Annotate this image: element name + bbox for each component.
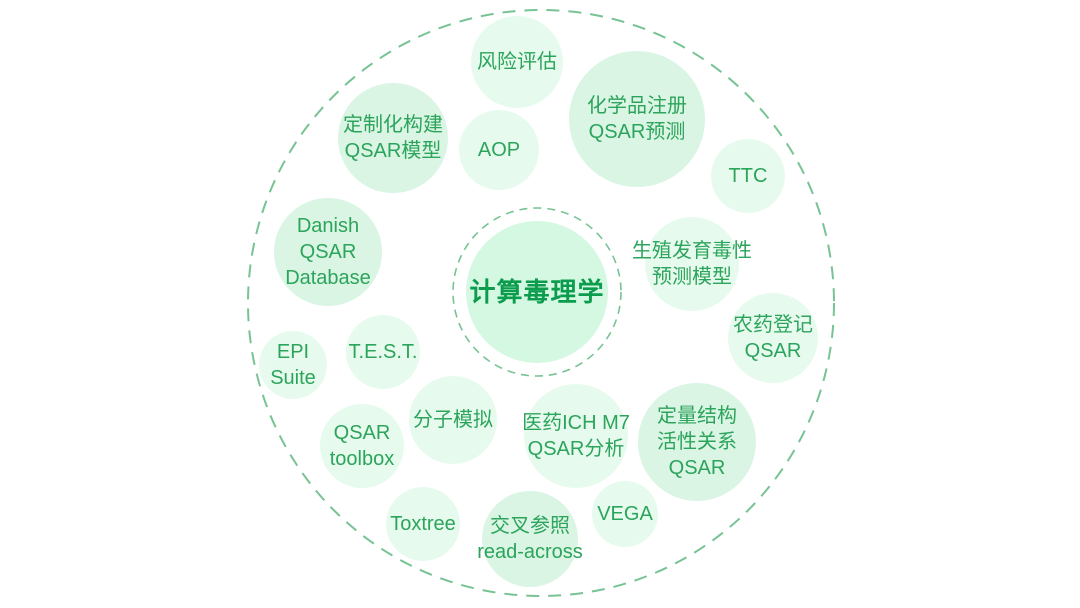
bubble-repro-dev-toxicity: 生殖发育毒性 预测模型 [632,217,752,311]
bubble-label: 医药ICH M7 [522,412,630,434]
bubble-pharma-ich-m7: 医药ICH M7 QSAR分析 [522,384,630,488]
center-bubble-computational-toxicology: 计算毒理学 [466,221,608,363]
bubble-label: QSAR预测 [588,121,686,143]
bubble-qsar-relationship: 定量结构 活性关系 QSAR [638,383,756,501]
bubble-vega: VEGA [592,481,658,547]
outer-dashed-circle [247,9,835,597]
bubble-label: QSAR [744,340,802,362]
bubble-label: EPI [276,341,310,363]
bubble-label: QSAR [299,241,357,263]
bubble-aop: AOP [459,110,539,190]
diagram-title: 计算毒理学 [469,277,605,307]
bubble-label: QSAR分析 [527,438,625,460]
bubble-test-tool: T.E.S.T. [346,315,420,389]
bubble-ttc: TTC [711,139,785,213]
bubble-chemical-registration: 化学品注册 QSAR预测 [569,51,705,187]
bubble-label: QSAR [333,422,391,444]
bubble-label: QSAR模型 [344,140,442,162]
bubble-label: Database [285,267,371,289]
bubble-label: read-across [477,541,583,563]
bubble-label: T.E.S.T. [348,341,418,363]
bubble-label: 预测模型 [652,266,732,288]
bubble-label: 化学品注册 [587,95,687,117]
bubble-label: 农药登记 [733,314,813,336]
bubble-custom-qsar-model: 定制化构建 QSAR模型 [338,83,448,193]
bubble-label: TTC [728,165,768,187]
bubble-pesticide-registration: 农药登记 QSAR [728,293,818,383]
bubble-label: toolbox [329,448,395,470]
center-dashed-ring [452,207,622,377]
bubble-label: 定量结构 [657,405,737,427]
bubble-toxtree: Toxtree [386,487,460,561]
bubble-label: Toxtree [390,513,456,535]
bubble-label: 活性关系 [657,431,737,453]
bubble-label: 交叉参照 [490,515,570,537]
bubble-label: 定制化构建 [343,114,443,136]
bubble-qsar-toolbox: QSAR toolbox [320,404,404,488]
bubble-label: 分子模拟 [413,409,493,431]
bubble-label: 生殖发育毒性 [632,240,752,262]
bubble-label: Danish [296,215,360,237]
bubble-risk-assessment: 风险评估 [471,16,563,108]
bubble-label: QSAR [668,457,726,479]
bubble-label: VEGA [597,503,653,525]
bubble-molecular-simulation: 分子模拟 [409,376,497,464]
bubble-read-across: 交叉参照 read-across [477,491,583,587]
bubble-label: 风险评估 [477,51,557,73]
bubble-label: Suite [270,367,316,389]
bubble-danish-qsar-database: Danish QSAR Database [274,198,382,306]
bubble-label: AOP [477,139,521,161]
bubble-epi-suite: EPI Suite [259,331,327,399]
